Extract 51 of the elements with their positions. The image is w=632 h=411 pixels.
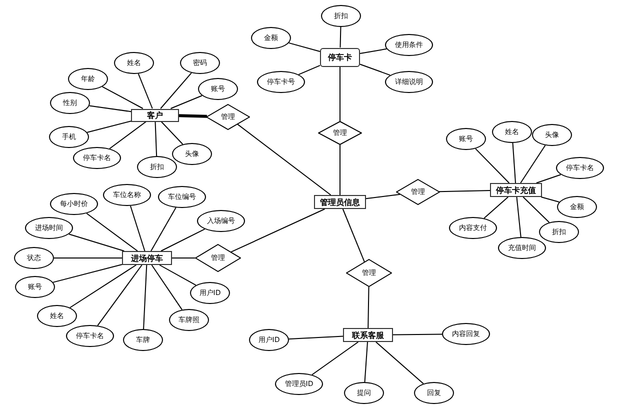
connector-line: [109, 121, 147, 150]
entity-box: 进场停车: [122, 251, 172, 265]
connector-line: [360, 64, 391, 76]
connector-line: [160, 72, 192, 109]
connector-line: [484, 196, 509, 219]
connector-line: [312, 342, 359, 376]
connector-line: [512, 142, 516, 184]
entity-box: 停车卡充值: [490, 183, 542, 197]
connector-line: [69, 264, 137, 308]
connector-line: [86, 212, 138, 252]
connector-line: [143, 264, 148, 330]
connector-line: [475, 148, 510, 184]
connector-line: [130, 205, 146, 252]
connector-line: [540, 196, 560, 203]
connector-line: [160, 228, 206, 252]
connector-line: [392, 334, 442, 336]
connector-line: [154, 121, 158, 156]
connector-line: [520, 144, 546, 184]
connector-line: [288, 42, 320, 52]
connector-line: [170, 95, 202, 109]
connector-line: [97, 264, 142, 326]
connector-line: [288, 336, 344, 340]
connector-line: [516, 196, 522, 238]
connector-line: [178, 114, 208, 118]
connector-line: [68, 234, 125, 252]
entity-box: 停车卡: [320, 48, 360, 66]
connector-line: [368, 286, 370, 328]
entity-box: 联系客服: [343, 328, 393, 342]
connector-line: [375, 342, 424, 384]
connector-line: [102, 86, 144, 109]
connector-line: [342, 208, 365, 262]
connector-line: [138, 73, 153, 109]
connector-line: [52, 264, 122, 283]
connector-line: [237, 124, 332, 196]
connector-line: [86, 120, 132, 133]
entity-box: 管理员信息: [314, 195, 366, 209]
connector-line: [438, 190, 490, 192]
entity-box: 客户: [131, 108, 179, 122]
connector-line: [522, 196, 550, 223]
connector-line: [88, 105, 132, 112]
connector-line: [151, 264, 183, 310]
connector-line: [150, 207, 176, 252]
connector-line: [159, 264, 196, 286]
connector-line: [366, 194, 400, 200]
connector-line: [230, 208, 326, 252]
connector-line: [298, 64, 320, 76]
connector-line: [536, 174, 562, 184]
connector-line: [340, 26, 342, 48]
connector-line: [160, 121, 184, 145]
connector-line: [360, 48, 388, 54]
connector-line: [364, 342, 368, 382]
